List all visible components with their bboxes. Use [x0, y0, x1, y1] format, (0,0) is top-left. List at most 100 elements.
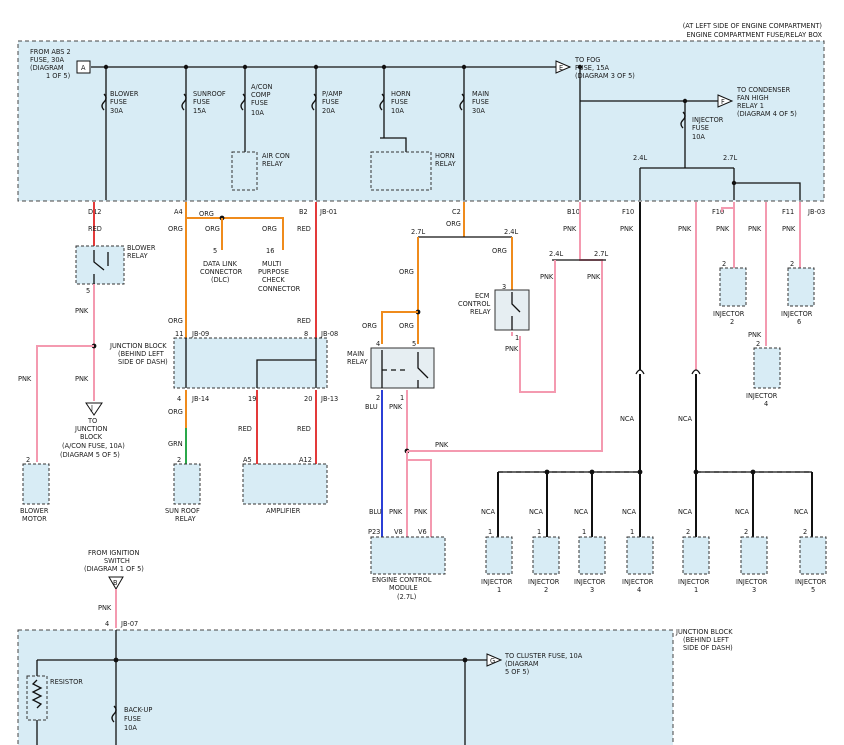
- svg-text:10A: 10A: [124, 724, 137, 732]
- svg-text:FUSE: FUSE: [110, 98, 127, 106]
- svg-text:(BEHIND LEFT: (BEHIND LEFT: [683, 636, 730, 644]
- svg-text:1: 1: [582, 528, 586, 536]
- box-location-line2: ENGINE COMPARTMENT FUSE/RELAY BOX: [686, 31, 822, 39]
- svg-text:SIDE OF DASH): SIDE OF DASH): [683, 644, 733, 652]
- to-cluster-arrow: [486, 653, 503, 667]
- svg-text:15A: 15A: [193, 107, 206, 115]
- to-junction-arrow: [85, 402, 103, 416]
- svg-text:ORG: ORG: [199, 210, 214, 218]
- svg-text:P/AMP: P/AMP: [322, 90, 342, 98]
- svg-text:MULTI: MULTI: [262, 260, 281, 268]
- svg-text:(DIAGRAM 4 OF 5): (DIAGRAM 4 OF 5): [737, 110, 797, 118]
- svg-text:RESISTOR: RESISTOR: [50, 678, 83, 686]
- svg-text:5: 5: [86, 287, 90, 295]
- svg-text:10A: 10A: [251, 109, 264, 117]
- svg-text:J: J: [90, 404, 93, 412]
- svg-text:FUSE: FUSE: [322, 98, 339, 106]
- svg-text:1: 1: [537, 528, 541, 536]
- svg-text:2: 2: [722, 260, 726, 268]
- svg-text:PNK: PNK: [75, 307, 89, 315]
- svg-text:JB-07: JB-07: [120, 620, 138, 628]
- svg-text:FUSE, 15A: FUSE, 15A: [575, 64, 610, 72]
- svg-text:ORG: ORG: [262, 225, 277, 233]
- horn-relay: [370, 151, 432, 191]
- svg-text:ORG: ORG: [362, 322, 377, 330]
- svg-text:4: 4: [177, 395, 181, 403]
- svg-text:HORN: HORN: [391, 90, 411, 98]
- svg-text:F: F: [721, 98, 725, 106]
- svg-text:2.4L: 2.4L: [633, 154, 647, 162]
- svg-text:(DIAGRAM 3 OF 5): (DIAGRAM 3 OF 5): [575, 72, 635, 80]
- junction-block-mid: [173, 337, 328, 389]
- injector-bottom-3: 1 INJECTOR 3: [574, 528, 606, 594]
- svg-text:2: 2: [26, 456, 30, 464]
- svg-text:MAIN: MAIN: [347, 350, 364, 358]
- svg-text:ORG: ORG: [446, 220, 461, 228]
- svg-text:ORG: ORG: [168, 317, 183, 325]
- svg-text:NCA: NCA: [529, 508, 544, 516]
- pin-c2: C2: [452, 208, 461, 216]
- svg-text:2: 2: [756, 340, 760, 348]
- svg-text:INJECTOR: INJECTOR: [678, 578, 710, 586]
- injector-top-4: 2 INJECTOR 4: [746, 340, 781, 408]
- svg-text:2.7L: 2.7L: [723, 154, 737, 162]
- svg-text:NCA: NCA: [622, 508, 637, 516]
- svg-text:MOTOR: MOTOR: [22, 515, 47, 523]
- svg-text:NCA: NCA: [481, 508, 496, 516]
- svg-text:PNK: PNK: [18, 375, 32, 383]
- blower-motor: [22, 463, 50, 505]
- svg-text:B: B: [113, 579, 118, 587]
- svg-text:ORG: ORG: [205, 225, 220, 233]
- svg-text:TO CONDENSER: TO CONDENSER: [736, 86, 791, 94]
- pin-b10: B10: [567, 208, 580, 216]
- svg-text:P23: P23: [368, 528, 380, 536]
- pamp-fuse: P/AMP FUSE 20A: [311, 64, 342, 200]
- svg-text:1: 1: [400, 394, 404, 402]
- svg-text:AMPLIFIER: AMPLIFIER: [266, 507, 301, 515]
- svg-text:JB-08: JB-08: [320, 330, 338, 338]
- svg-text:NCA: NCA: [735, 508, 750, 516]
- main-relay: [370, 347, 435, 389]
- svg-text:PNK: PNK: [587, 273, 601, 281]
- svg-text:INJECTOR: INJECTOR: [481, 578, 513, 586]
- svg-text:(DLC): (DLC): [211, 276, 230, 284]
- svg-text:MODULE: MODULE: [389, 584, 418, 592]
- junction-block-bottom: [17, 629, 674, 745]
- svg-text:FUSE, 30A: FUSE, 30A: [30, 56, 65, 64]
- svg-text:5: 5: [811, 586, 815, 594]
- svg-text:20: 20: [304, 395, 312, 403]
- svg-text:TO CLUSTER FUSE, 10A: TO CLUSTER FUSE, 10A: [504, 652, 583, 660]
- svg-text:CONTROL: CONTROL: [458, 300, 491, 308]
- svg-text:2.4L: 2.4L: [549, 250, 563, 258]
- from-ignition-connector: [108, 576, 124, 590]
- svg-text:INJECTOR: INJECTOR: [746, 392, 778, 400]
- svg-text:RELAY: RELAY: [470, 308, 492, 316]
- svg-text:PNK: PNK: [748, 225, 762, 233]
- svg-text:FUSE: FUSE: [251, 99, 268, 107]
- svg-text:19: 19: [248, 395, 256, 403]
- svg-text:BLOWER: BLOWER: [110, 90, 139, 98]
- svg-text:INJECTOR: INJECTOR: [692, 116, 724, 124]
- svg-text:BLOCK: BLOCK: [80, 433, 103, 441]
- svg-text:4: 4: [764, 400, 768, 408]
- svg-text:(DIAGRAM 1 OF 5): (DIAGRAM 1 OF 5): [84, 565, 144, 573]
- svg-text:SWITCH: SWITCH: [104, 557, 130, 565]
- svg-text:RELAY: RELAY: [127, 252, 149, 260]
- svg-text:10A: 10A: [391, 107, 404, 115]
- svg-text:JUNCTION BLOCK: JUNCTION BLOCK: [109, 342, 167, 350]
- svg-text:ORG: ORG: [168, 408, 183, 416]
- svg-text:CONNECTOR: CONNECTOR: [258, 285, 301, 293]
- svg-text:FUSE: FUSE: [472, 98, 489, 106]
- horn-fuse: HORN FUSE 10A: [379, 64, 411, 152]
- svg-text:PNK: PNK: [782, 225, 796, 233]
- injector-bottom-4: 1 INJECTOR 4: [622, 528, 654, 594]
- svg-text:SIDE OF DASH): SIDE OF DASH): [118, 358, 168, 366]
- injector-bottom-3b: 2 INJECTOR 3: [736, 528, 768, 594]
- svg-text:5: 5: [213, 247, 217, 255]
- svg-text:A12: A12: [299, 456, 312, 464]
- svg-text:INJECTOR: INJECTOR: [528, 578, 560, 586]
- svg-text:RELAY: RELAY: [435, 160, 457, 168]
- svg-text:(DIAGRAM 5 OF 5): (DIAGRAM 5 OF 5): [60, 451, 120, 459]
- acon-comp-fuse: A/CON COMP FUSE 10A: [240, 64, 273, 152]
- svg-text:NCA: NCA: [620, 415, 635, 423]
